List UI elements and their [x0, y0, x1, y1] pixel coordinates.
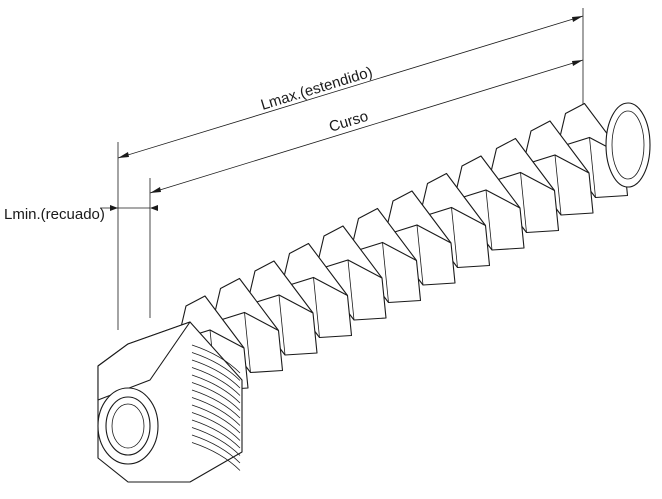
collar-rib: [191, 427, 241, 456]
collar-rib: [191, 344, 241, 374]
collar-rib: [191, 374, 241, 404]
bellows-fold-crease: [520, 172, 527, 233]
right-end-flange: [605, 102, 651, 188]
left-flange-inner: [105, 396, 151, 456]
collar-rib: [191, 442, 241, 471]
bellows-fold-crease: [278, 294, 286, 356]
collar-rib: [191, 434, 241, 464]
collar-rib: [191, 419, 241, 449]
curso-arrow-right: [572, 60, 583, 66]
bellows-fold-crease: [554, 154, 562, 216]
lmax-arrow-left: [118, 152, 129, 158]
lmin-label: Lmin.(recuado): [4, 206, 105, 223]
collar-rib: [191, 389, 241, 419]
curso-label: Curso: [327, 108, 370, 136]
collar-rib: [191, 397, 241, 426]
bellows-fold-crease: [244, 312, 251, 373]
bellows-fold-crease: [313, 277, 320, 338]
left-collar-top-face: [97, 321, 191, 401]
bellows-fold-crease: [485, 189, 493, 251]
bellows-fold-crease: [451, 207, 458, 268]
lmin-arrow-right: [150, 205, 158, 211]
collar-rib: [191, 412, 241, 441]
curso-dimension-line: [149, 59, 584, 194]
bellows-fold-crease: [382, 242, 389, 303]
curso-arrow-left: [150, 187, 161, 193]
bellows-fold-crease: [416, 224, 424, 286]
bellows-fold-crease: [347, 259, 355, 321]
collar-ribs: [191, 344, 241, 471]
lmax-label: Lmax.(estendido): [259, 64, 375, 114]
collar-rib: [191, 352, 241, 381]
left-flange-bore: [111, 403, 145, 449]
collar-rib: [191, 404, 241, 434]
lmax-dimension-line: [117, 15, 584, 159]
left-end-flange: [97, 387, 159, 465]
collar-rib: [191, 382, 241, 411]
bellows-fold-crease: [589, 137, 596, 198]
lmin-arrow-left: [110, 205, 118, 211]
collar-rib: [191, 359, 241, 389]
dimension-lines: [100, 8, 584, 330]
lmax-arrow-right: [572, 16, 583, 22]
collar-rib: [191, 367, 241, 396]
bellows-folds: [177, 102, 629, 391]
